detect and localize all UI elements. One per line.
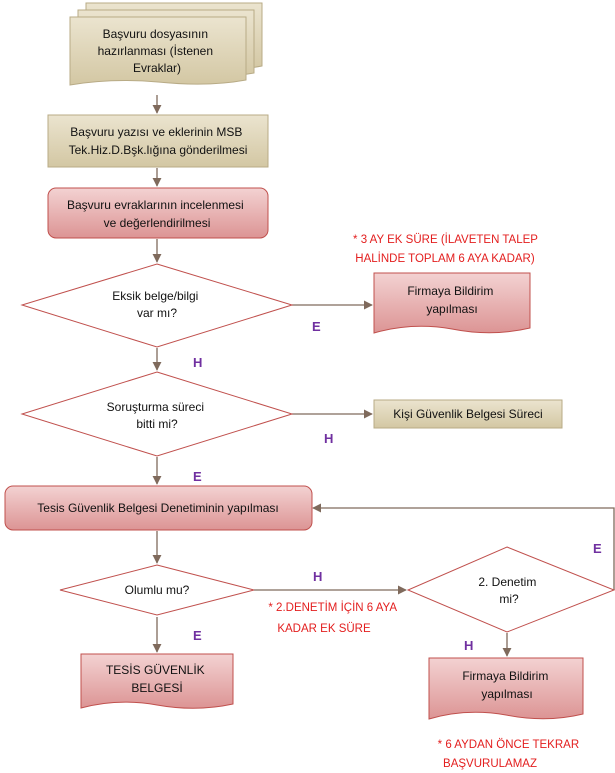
edge-label-d4-yes: E [593, 541, 602, 556]
note-line: BAŞVURULAMAZ [443, 758, 537, 770]
edge-label-d3-yes: E [193, 628, 202, 643]
node-text-line: var mı? [137, 306, 177, 320]
node-kisi-guvenlik-label: Kişi Güvenlik Belgesi Süreci [393, 407, 542, 421]
decision-olumlu-label: Olumlu mu? [125, 583, 190, 597]
node-inceleme: Başvuru evraklarının incelenmesi ve değe… [47, 187, 269, 239]
node-tesis-denetimi-label: Tesis Güvenlik Belgesi Denetiminin yapıl… [37, 501, 278, 515]
edge-label-d1-yes: E [312, 319, 321, 334]
decision-ikinci-denetim: 2. Denetim mi? [406, 546, 615, 633]
decision-eksik-belge: Eksik belge/bilgi var mı? [20, 263, 294, 348]
node-text-line: TESİS GÜVENLİK [106, 663, 205, 677]
edge-labels: E H H E H E E H [193, 319, 602, 653]
node-firmaya-bildirim-2: Firmaya Bildirim yapılması [428, 657, 584, 720]
node-text-line: mi? [499, 592, 519, 606]
edge-label-d4-no: H [464, 638, 473, 653]
node-text-line: BELGESİ [131, 681, 182, 695]
node-basvuru-dosyasi: Başvuru dosyasının hazırlanması (İstenen… [69, 2, 263, 86]
decision-sorusturma: Soruşturma süreci bitti mi? [20, 371, 294, 457]
note-3-ay-ek-sure: * 3 AY EK SÜRE (İLAVETEN TALEP HALİNDE T… [353, 233, 541, 265]
node-text-line: Eksik belge/bilgi [112, 289, 198, 303]
node-basvuru-yazisi-label: Başvuru yazısı ve eklerinin MSB Tek.Hiz.… [69, 125, 248, 157]
edge-label-d2-yes: E [193, 469, 202, 484]
note-2-denetim-ek-sure: * 2.DENETİM İÇİN 6 AYA KADAR EK SÜRE [268, 601, 399, 635]
decision-eksik-belge-label: Eksik belge/bilgi var mı? [112, 289, 201, 320]
node-text-line: yapılması [426, 302, 477, 316]
edge-d4-tesis-loop [312, 503, 615, 590]
node-basvuru-yazisi: Başvuru yazısı ve eklerinin MSB Tek.Hiz.… [47, 114, 269, 168]
node-text-line: 2. Denetim [478, 575, 536, 589]
node-text-line: ve değerlendirilmesi [104, 216, 211, 230]
note-line: HALİNDE TOPLAM 6 AYA KADAR) [355, 252, 535, 265]
node-firmaya-bildirim-1-label: Firmaya Bildirim yapılması [407, 284, 496, 316]
decision-sorusturma-label: Soruşturma süreci bitti mi? [107, 400, 208, 431]
node-text-line: Başvuru dosyasının [103, 27, 208, 41]
note-line: * 2.DENETİM İÇİN 6 AYA [268, 601, 397, 614]
node-text-line: hazırlanması (İstenen [98, 44, 213, 58]
note-6-aydan-once: * 6 AYDAN ÖNCE TEKRAR BAŞVURULAMAZ [438, 739, 583, 770]
node-basvuru-dosyasi-label: Başvuru dosyasının hazırlanması (İstenen… [98, 27, 217, 75]
edge-label-d1-no: H [193, 355, 202, 370]
note-line: * 6 AYDAN ÖNCE TEKRAR [438, 739, 579, 751]
node-text-line: Başvuru evraklarının incelenmesi [67, 198, 244, 212]
annotation-notes: * 3 AY EK SÜRE (İLAVETEN TALEP HALİNDE T… [268, 233, 583, 770]
edges [152, 95, 615, 657]
node-text-line: Firmaya Bildirim [462, 669, 548, 683]
decision-olumlu: Olumlu mu? [59, 564, 255, 616]
node-firmaya-bildirim-2-label: Firmaya Bildirim yapılması [462, 669, 551, 701]
node-text-line: yapılması [481, 687, 532, 701]
node-kisi-guvenlik: Kişi Güvenlik Belgesi Süreci [373, 399, 563, 429]
node-text-line: Soruşturma süreci [107, 400, 204, 414]
node-firmaya-bildirim-1: Firmaya Bildirim yapılması [373, 272, 531, 334]
node-text-line: bitti mi? [136, 417, 178, 431]
node-tesis-denetimi: Tesis Güvenlik Belgesi Denetiminin yapıl… [4, 485, 313, 531]
node-text-line: Evraklar) [133, 61, 181, 75]
node-inceleme-label: Başvuru evraklarının incelenmesi ve değe… [67, 198, 247, 230]
edge-label-d2-no: H [324, 431, 333, 446]
node-text-line: Tek.Hiz.D.Bşk.lığına gönderilmesi [69, 143, 248, 157]
note-line: * 3 AY EK SÜRE (İLAVETEN TALEP [353, 233, 538, 246]
node-text-line: Firmaya Bildirim [407, 284, 493, 298]
note-line: KADAR EK SÜRE [277, 623, 371, 635]
edge-label-d3-no: H [313, 569, 322, 584]
node-tesis-guvenlik-belgesi: TESİS GÜVENLİK BELGESİ [80, 653, 234, 709]
decision-ikinci-denetim-label: 2. Denetim mi? [478, 575, 539, 606]
node-tesis-guvenlik-belgesi-label: TESİS GÜVENLİK BELGESİ [106, 663, 208, 695]
node-text-line: Başvuru yazısı ve eklerinin MSB [70, 125, 242, 139]
